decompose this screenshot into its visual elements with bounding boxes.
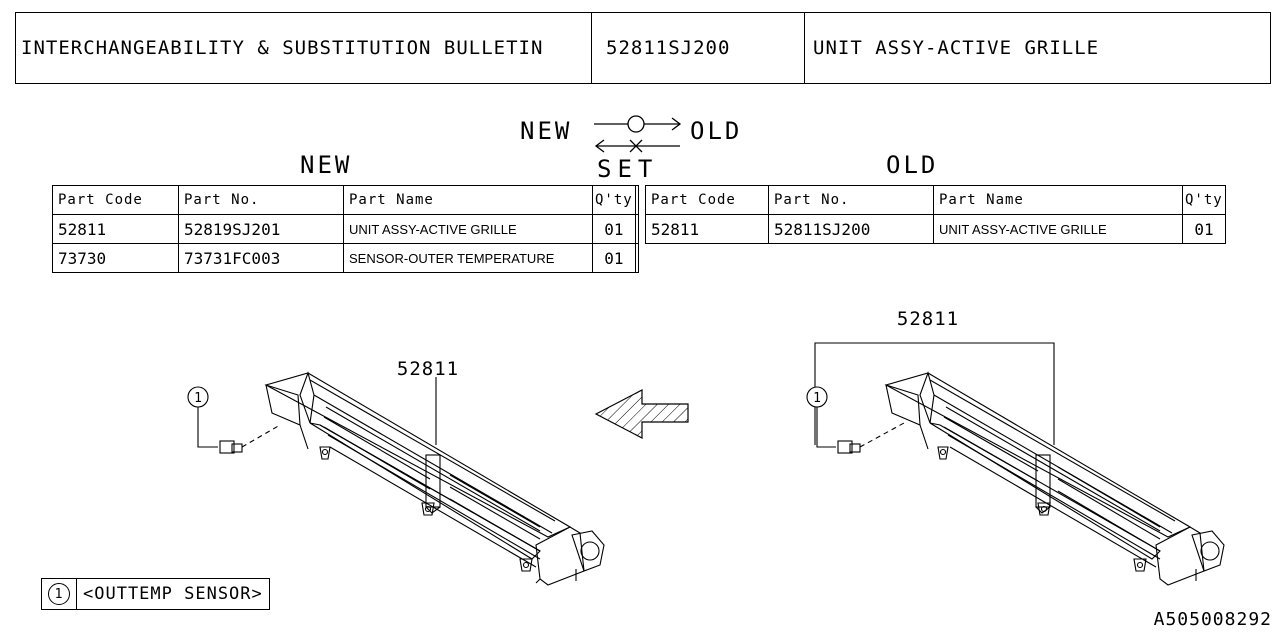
legend-text: <OUTTEMP SENSOR>	[83, 584, 263, 604]
cell-part-no: 52819SJ201	[178, 214, 344, 244]
legend-ref-number: 1	[48, 583, 70, 605]
bulletin-header: INTERCHANGEABILITY & SUBSTITUTION BULLET…	[15, 12, 1271, 84]
cell-part-name: UNIT ASSY-ACTIVE GRILLE	[343, 214, 593, 244]
cell-qty: 01	[592, 243, 636, 273]
old-grille-diagram: 1 52811	[806, 308, 1225, 586]
legend-ref: 1	[42, 579, 77, 609]
new-diagram-ref-number: 1	[194, 391, 202, 406]
cell-part-code: 73730	[52, 243, 179, 273]
header-part-name: UNIT ASSY-ACTIVE GRILLE	[813, 37, 1100, 59]
new-parts-table: Part Code Part No. Part Name Q'ty 52811 …	[52, 185, 639, 273]
cell-part-code: 52811	[52, 214, 179, 244]
col-qty: Q'ty	[592, 185, 636, 215]
new-diagram-callout: 52811	[397, 358, 459, 380]
new-table-title: NEW	[300, 151, 353, 179]
table-header-row: Part Code Part No. Part Name Q'ty	[52, 185, 639, 215]
col-part-code: Part Code	[645, 185, 769, 215]
cell-qty: 01	[592, 214, 636, 244]
bulletin-title: INTERCHANGEABILITY & SUBSTITUTION BULLET…	[16, 13, 592, 83]
col-part-no: Part No.	[768, 185, 934, 215]
symbol-old-label: OLD	[690, 117, 743, 145]
cell-part-no: 73731FC003	[178, 243, 344, 273]
cell-part-code: 52811	[645, 214, 769, 244]
col-qty: Q'ty	[1182, 185, 1226, 215]
table-row: 52811 52811SJ200 UNIT ASSY-ACTIVE GRILLE…	[645, 214, 1226, 244]
header-part-number: 52811SJ200	[592, 13, 805, 83]
col-part-code: Part Code	[52, 185, 179, 215]
cell-part-name: UNIT ASSY-ACTIVE GRILLE	[933, 214, 1183, 244]
legend-box: 1 <OUTTEMP SENSOR>	[41, 578, 270, 610]
symbol-set-label: SET	[597, 155, 659, 183]
table-row: 73730 73731FC003 SENSOR-OUTER TEMPERATUR…	[52, 243, 639, 273]
col-part-no: Part No.	[178, 185, 344, 215]
col-part-name: Part Name	[933, 185, 1183, 215]
cell-qty: 01	[1182, 214, 1226, 244]
old-diagram-ref-number: 1	[813, 391, 821, 406]
figure-id: A505008292	[1153, 609, 1272, 630]
direction-arrow-icon	[594, 389, 689, 439]
table-row: 52811 52819SJ201 UNIT ASSY-ACTIVE GRILLE…	[52, 214, 639, 244]
col-part-name: Part Name	[343, 185, 593, 215]
new-grille-diagram: 1 52811	[187, 358, 605, 586]
cell-part-no: 52811SJ200	[768, 214, 934, 244]
interchange-arrows-icon	[594, 115, 682, 153]
table-header-row: Part Code Part No. Part Name Q'ty	[645, 185, 1226, 215]
cell-part-name: SENSOR-OUTER TEMPERATURE	[343, 243, 593, 273]
old-parts-table: Part Code Part No. Part Name Q'ty 52811 …	[645, 185, 1226, 244]
symbol-new-label: NEW	[520, 117, 573, 145]
old-table-title: OLD	[886, 151, 939, 179]
old-diagram-callout: 52811	[897, 308, 959, 330]
